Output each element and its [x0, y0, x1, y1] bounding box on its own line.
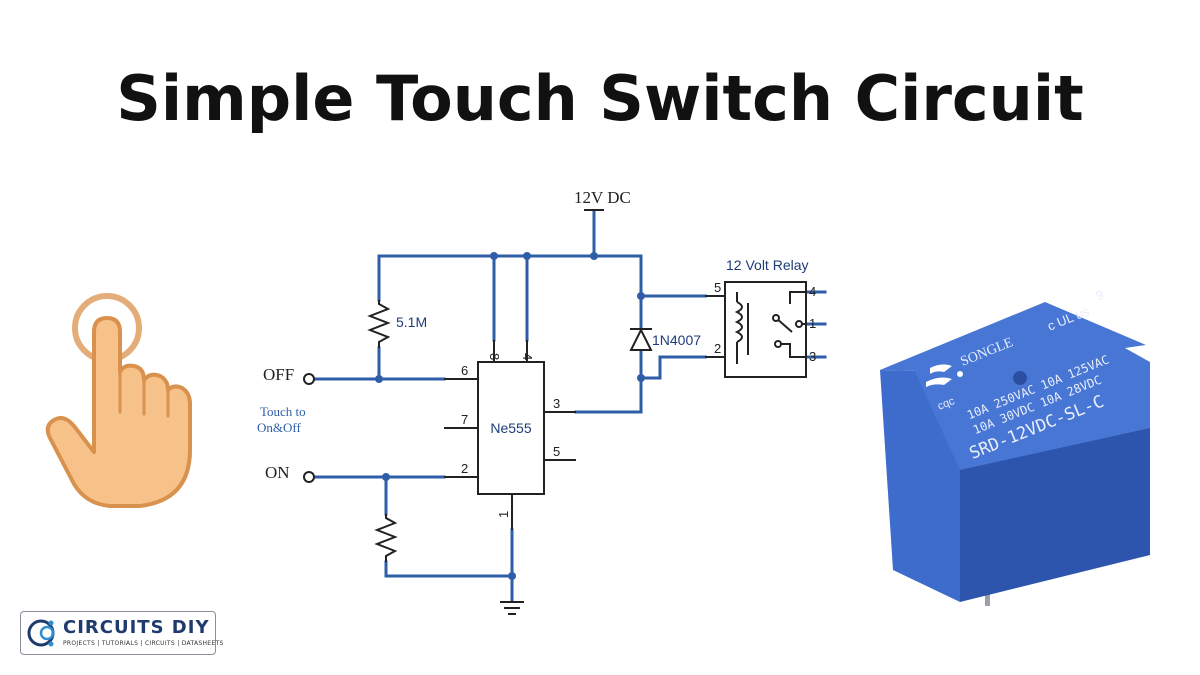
circuit-wires [312, 210, 827, 602]
relay-pin-3: 3 [809, 349, 816, 364]
relay-photo [880, 302, 1150, 606]
page-title: Simple Touch Switch Circuit [116, 62, 1084, 135]
ne555-ic [477, 361, 545, 495]
on-terminal [303, 471, 315, 483]
touch-note-line1: Touch to [260, 404, 306, 419]
circuits-diy-logo[interactable]: CIRCUITS DIY PROJECTS | TUTORIALS | CIRC… [20, 611, 223, 655]
diode-label: 1N4007 [652, 332, 701, 348]
relay-pin-1: 1 [809, 316, 816, 331]
diode-symbol [629, 327, 653, 351]
off-label: OFF [263, 365, 294, 384]
resistor-top [367, 300, 391, 348]
logo-tagline: PROJECTS | TUTORIALS | CIRCUITS | DATASH… [63, 640, 224, 647]
resistor-label: 5.1M [396, 314, 427, 330]
pin-7-label: 7 [461, 412, 468, 427]
ic-label: Ne555 [490, 420, 531, 436]
relay-pin-2: 2 [714, 341, 721, 356]
relay-pin-4: 4 [809, 284, 816, 299]
pin-6-label: 6 [461, 363, 468, 378]
touch-hand-icon [45, 293, 192, 508]
supply-label: 12V DC [574, 188, 631, 207]
relay-batch-mark: 9 [1093, 287, 1105, 304]
pin-5-label: 5 [553, 444, 560, 459]
relay-symbol [724, 281, 807, 378]
pin-1-label: 1 [496, 511, 511, 518]
touch-note-line2: On&Off [257, 420, 301, 435]
resistor-bottom [374, 514, 398, 562]
junction-dots [375, 252, 645, 580]
ground-symbol [500, 601, 524, 615]
relay-internals [705, 291, 806, 364]
off-terminal [303, 373, 315, 385]
pin-8-label: 8 [487, 353, 502, 360]
ic-pin-stubs [444, 340, 576, 530]
relay-title: 12 Volt Relay [726, 257, 809, 273]
pin-3-label: 3 [553, 396, 560, 411]
on-label: ON [265, 463, 290, 482]
logo-name: CIRCUITS DIY [63, 617, 210, 638]
relay-pin-5: 5 [714, 280, 721, 295]
pin-4-label: 4 [520, 353, 535, 360]
circuit-chip-icon [27, 619, 55, 647]
pin-2-label: 2 [461, 461, 468, 476]
